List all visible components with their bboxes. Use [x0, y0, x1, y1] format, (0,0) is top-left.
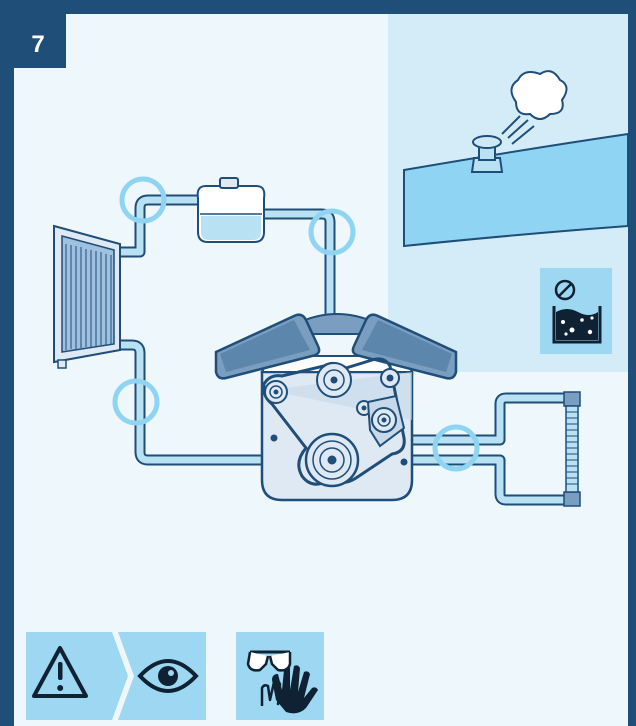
no-contaminated-coolant-icon	[540, 268, 612, 354]
eye-icon	[118, 632, 206, 720]
heater-core	[563, 391, 581, 507]
frame-left-border	[0, 0, 14, 726]
steam-cap-icon	[501, 70, 568, 145]
inspection-ring	[308, 208, 356, 256]
warning-triangle-icon	[26, 632, 128, 720]
expansion-tank-cap	[470, 135, 504, 173]
safety-glasses-gloves-icon	[236, 632, 324, 720]
safety-icons	[26, 632, 324, 720]
step-number: 7	[31, 31, 44, 58]
engine-block	[214, 313, 458, 502]
inspection-ring	[112, 378, 160, 426]
frame-right-border	[628, 0, 636, 726]
step-badge: 7	[14, 14, 66, 68]
pulleys	[264, 362, 408, 488]
coolant-hoses	[114, 194, 572, 506]
inspection-ring	[119, 176, 167, 224]
pressure-cap-inset	[388, 14, 629, 372]
inspection-ring	[432, 424, 480, 472]
frame-top-border	[0, 0, 636, 14]
radiator	[53, 224, 121, 369]
inspection-points	[112, 176, 480, 472]
expansion-tank	[196, 177, 266, 243]
